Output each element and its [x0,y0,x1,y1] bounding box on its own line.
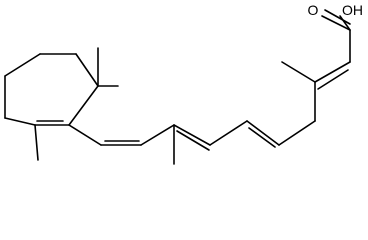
bond [339,15,351,31]
bond [209,120,248,146]
structural-formula: O OH [4,2,363,165]
ring [4,53,99,126]
bond [278,120,316,146]
bond [140,124,175,146]
double-bond [248,127,276,148]
bond [68,124,102,146]
ring-methyls [34,47,119,161]
carboxylic-acid: O OH [308,2,363,63]
double-bond [324,9,351,25]
carbonyl-oxygen-label: O [308,2,319,18]
bond [314,61,351,83]
polyene-chain [68,61,351,165]
bond [173,124,211,146]
bond [246,120,280,146]
methyl-bond [34,124,39,161]
bond [4,53,41,77]
bond [75,53,99,87]
double-bond [321,15,351,31]
methyl-bond [281,61,316,83]
hydroxyl-label: OH [342,2,363,18]
bond [4,117,36,126]
double-bond [317,69,349,90]
double-bond [176,130,210,151]
bond [68,85,99,126]
